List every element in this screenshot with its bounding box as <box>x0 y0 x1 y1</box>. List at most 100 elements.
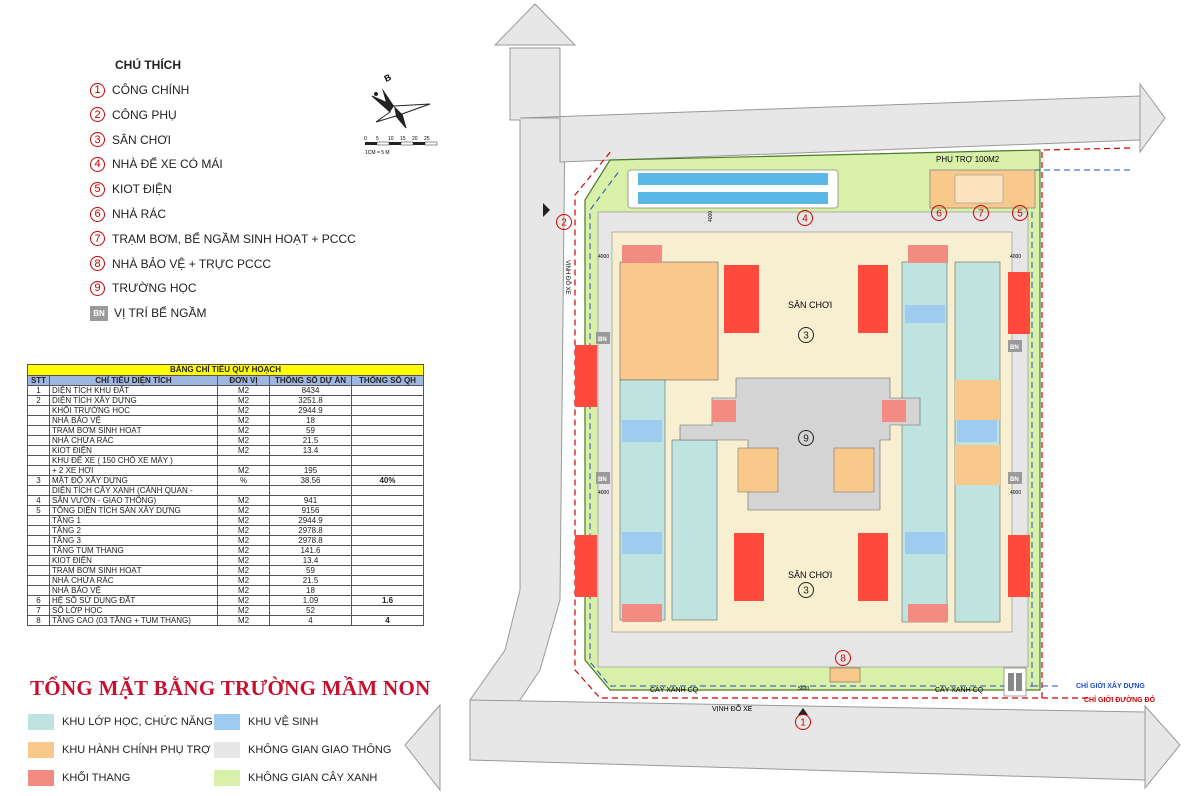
hall-stair-left <box>712 400 736 422</box>
dimension-4000-left: 4000 <box>598 254 609 260</box>
left-wing-wc-2 <box>622 532 662 554</box>
green-label-left: CÂY XANH CQ <box>650 685 699 694</box>
legend-item-label: TRƯỜNG HỌC <box>112 281 197 296</box>
road-bottom <box>469 699 1146 781</box>
legend-item-label: TRẠM BƠM, BỂ NGẦM SINH HOẠT + PCCC <box>112 231 356 246</box>
color-legend-item: KHU HÀNH CHÍNH PHỤ TRỢ <box>28 742 211 758</box>
svg-text:BN: BN <box>598 337 607 343</box>
color-swatch <box>28 770 54 786</box>
svg-text:5: 5 <box>1017 209 1023 220</box>
right-wing-admin-2 <box>955 445 1000 485</box>
dimension-4000-left-mid: 4000 <box>598 490 609 496</box>
plan-marker-m7: 7 <box>973 205 989 221</box>
road-arrow-left <box>404 703 441 792</box>
legend-number-badge: 2 <box>90 107 105 123</box>
road-arrow-right <box>1139 82 1166 154</box>
bn-marker-right-top: BN <box>1008 340 1022 352</box>
parking-slots-top <box>638 173 828 185</box>
svg-text:7: 7 <box>978 209 984 220</box>
road-arrow-right-bottom <box>1144 704 1181 790</box>
plan-marker-m3b: 3 <box>798 582 814 598</box>
svg-text:BN: BN <box>1010 477 1019 483</box>
color-legend-label: KHÔNG GIAN CÂY XANH <box>248 772 378 784</box>
north-letter: B <box>383 74 394 84</box>
svg-text:3: 3 <box>803 331 809 342</box>
legend-item-label: VỊ TRÍ BỂ NGẦM <box>114 306 207 321</box>
legend-number-badge: 9 <box>90 280 105 296</box>
scale-tick: 5 <box>376 136 379 142</box>
plan-marker-m2: 2 <box>556 214 572 230</box>
left-stair <box>622 245 662 263</box>
scale-note: 1CM = 5 M <box>365 150 390 156</box>
hall-admin-right <box>833 447 875 493</box>
color-swatch <box>28 742 54 758</box>
road-arrow-top <box>493 3 577 46</box>
color-legend-item: KHU VỆ SINH <box>214 714 318 730</box>
legend-number-badge: 6 <box>90 206 105 222</box>
legend-item-label: CÔNG CHÍNH <box>112 83 190 97</box>
legend-title: CHÚ THÍCH <box>115 58 181 72</box>
left-wing-inner-classes <box>671 439 718 621</box>
right-wing-wc <box>957 420 997 442</box>
note-box <box>1008 535 1030 597</box>
legend-number-badge: 5 <box>90 181 105 197</box>
svg-text:2: 2 <box>561 218 567 229</box>
compass-star-shade <box>394 106 406 128</box>
note-box <box>734 533 764 601</box>
compass-center <box>374 92 378 96</box>
table-caption: BẢNG CHỈ TIÊU QUY HOẠCH <box>27 364 424 375</box>
kiosk-right <box>1003 667 1027 697</box>
legend-number-badge: 7 <box>90 231 105 247</box>
legend-item-label: NHÀ ĐỂ XE CÓ MÁI <box>112 157 223 172</box>
blue-boundary <box>589 169 1130 687</box>
svg-text:BN: BN <box>1010 345 1019 351</box>
color-swatch <box>214 742 240 758</box>
scale-tick: 10 <box>388 136 394 142</box>
road-left <box>469 47 566 762</box>
parking-slots-bottom <box>638 192 828 204</box>
service-block-inner <box>954 174 1004 204</box>
note-box <box>575 345 597 407</box>
plan-marker-m5: 5 <box>1012 205 1028 221</box>
legend-number-badge: 8 <box>90 256 105 272</box>
color-swatch <box>214 770 240 786</box>
left-stair-2 <box>622 604 662 622</box>
right-wing-wc-2 <box>905 305 945 323</box>
guard-house <box>829 667 861 683</box>
note-box <box>858 265 888 333</box>
kiosk-right-inner-2 <box>1016 673 1022 691</box>
color-legend-label: KHU HÀNH CHÍNH PHỤ TRỢ <box>62 744 211 756</box>
scale-bar <box>365 141 438 146</box>
color-legend-label: KHU VỆ SINH <box>248 716 319 728</box>
legend-number-badge: 4 <box>90 156 105 172</box>
green-label-right: CÂY XANH CQ <box>935 685 984 694</box>
svg-text:6: 6 <box>936 209 942 220</box>
color-legend-item: KHÔNG GIAN CÂY XANH <box>214 770 377 786</box>
color-legend-label: KHU LỚP HỌC, CHỨC NĂNG <box>62 716 213 728</box>
plan-marker-m1: 1 <box>795 714 811 730</box>
left-wing-classes <box>619 379 666 621</box>
legend-item-label: NHÀ BẢO VỆ + TRỰC PCCC <box>112 256 272 271</box>
svg-text:8: 8 <box>840 654 846 665</box>
red-boundary <box>574 147 1131 699</box>
legend-item-4: 4 NHÀ ĐỂ XE CÓ MÁI <box>90 154 223 174</box>
note-box <box>575 535 597 597</box>
playground-label-bottom: SÂN CHƠI <box>788 570 832 580</box>
dimension-5600: 5600 <box>798 686 809 692</box>
note-box <box>1008 272 1030 334</box>
color-legend-item: KHỐI THANG <box>28 770 130 786</box>
compass-star-shade-2 <box>372 96 394 112</box>
legend-number-badge: 3 <box>90 132 105 148</box>
kiosk-right-inner <box>1008 673 1014 691</box>
color-legend-item: KHU LỚP HỌC, CHỨC NĂNG <box>28 714 213 730</box>
legend-item-label: SÂN CHƠI <box>112 132 171 147</box>
right-stair-2 <box>908 604 948 622</box>
playground-label-top: SÂN CHƠI <box>788 300 832 310</box>
left-wing-wc <box>622 420 662 442</box>
bn-marker-left-top: BN <box>596 332 610 344</box>
